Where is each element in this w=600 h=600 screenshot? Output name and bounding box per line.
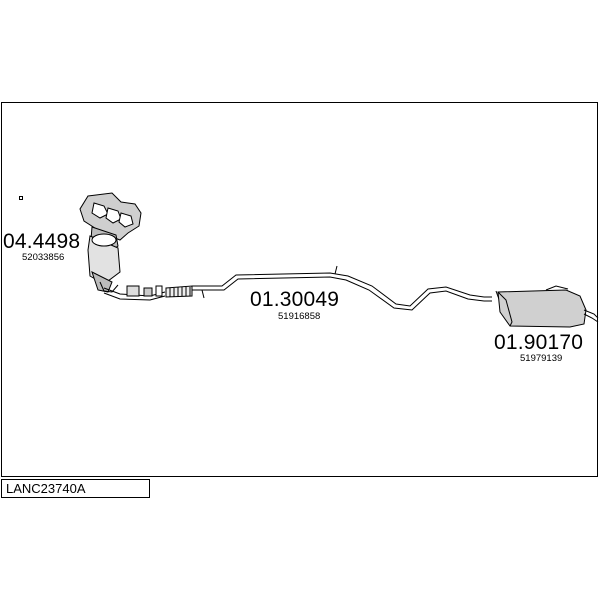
oem-number-label: 52033856 [22, 252, 65, 263]
manifold-catalyst-assembly [79, 192, 142, 293]
diagram-reference: LANC23740A [6, 481, 86, 496]
oem-number-label: 51916858 [278, 311, 321, 322]
part-number-label: 01.90170 [494, 331, 584, 354]
oem-number-label: 51979139 [520, 353, 563, 364]
rear-silencer [484, 285, 599, 328]
reference-box: LANC23740A [1, 479, 150, 498]
front-pipe [103, 285, 193, 301]
marker-square [19, 196, 23, 200]
part-number-label: 04.4498 [3, 230, 81, 253]
middle-pipe [192, 265, 485, 311]
part-number-label: 01.30049 [250, 288, 340, 311]
diagram-frame [1, 102, 598, 477]
